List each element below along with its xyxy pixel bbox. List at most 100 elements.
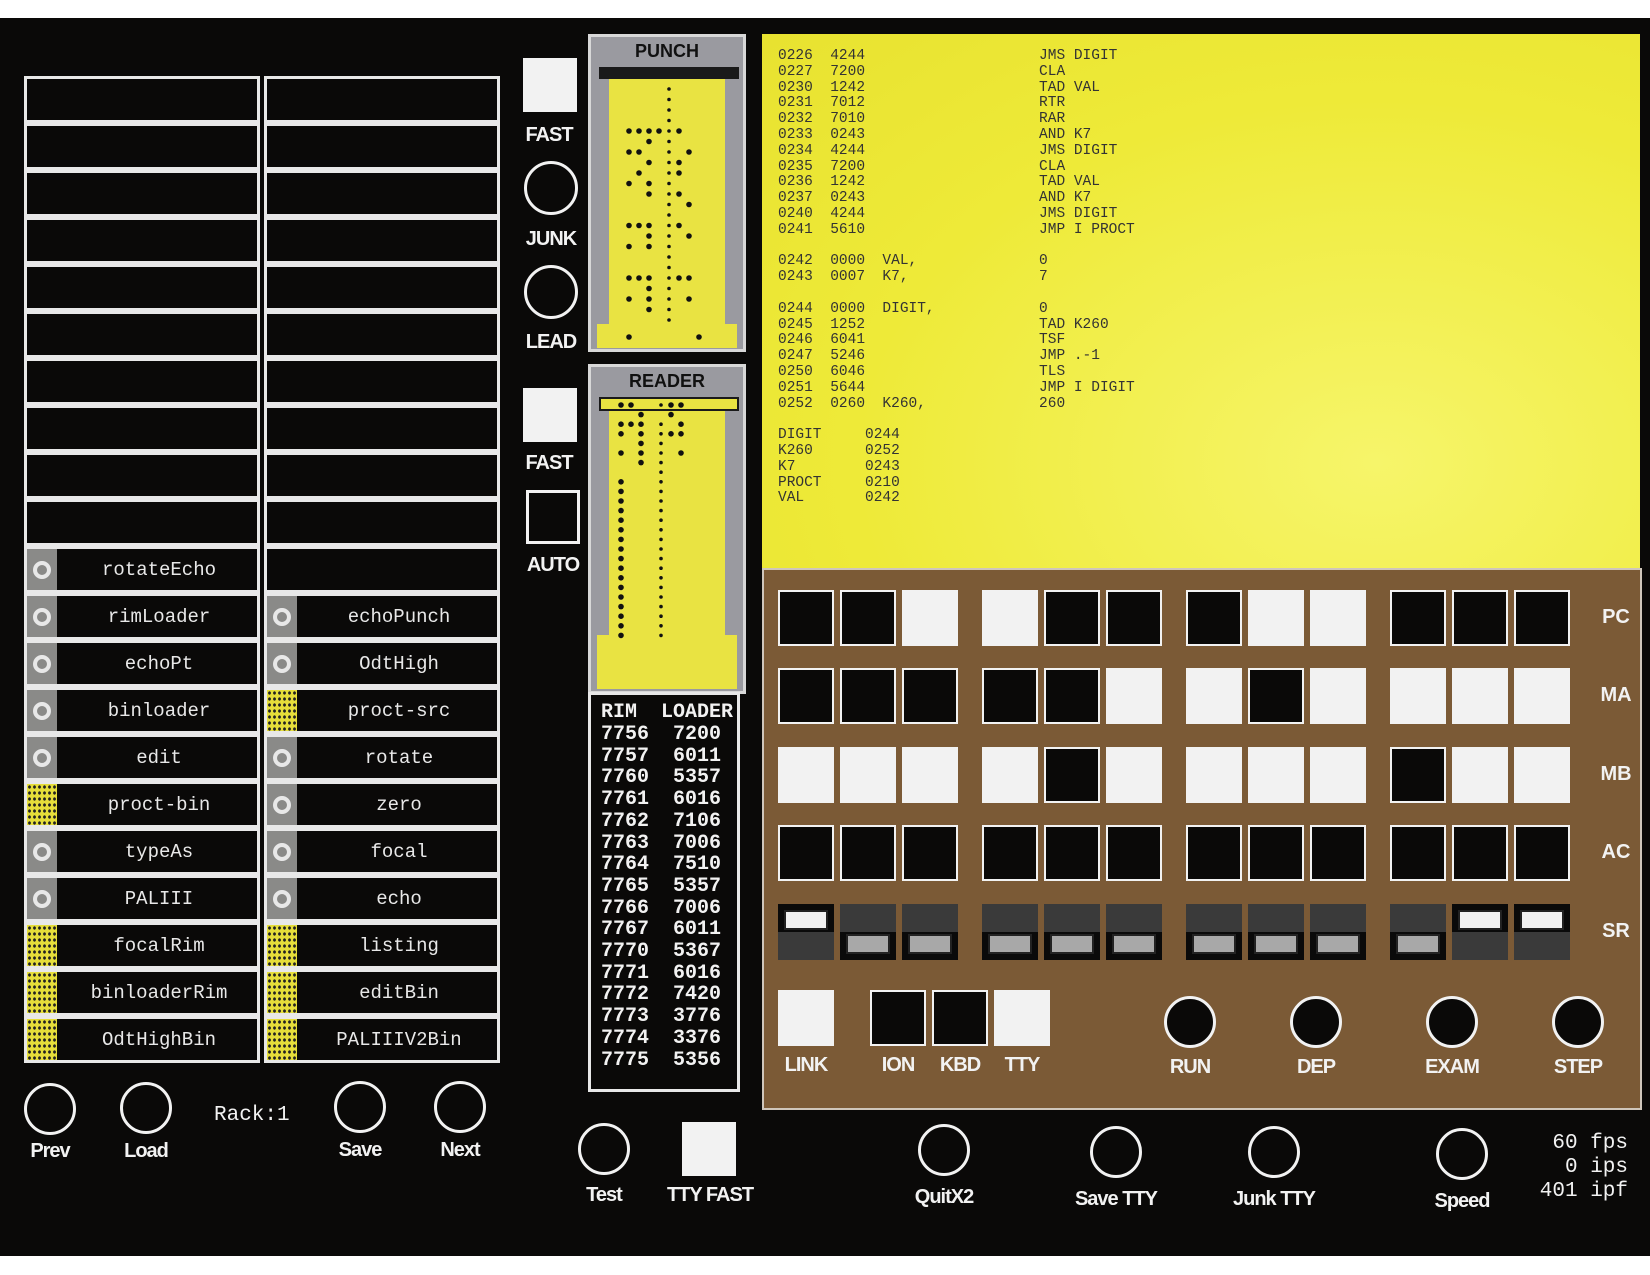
rack-slot-left-17[interactable]: typeAs <box>24 828 260 875</box>
sr-switch-2[interactable] <box>902 904 958 960</box>
reader-panel[interactable]: READER <box>588 364 746 694</box>
rack-slot-right-20[interactable]: editBin <box>264 969 500 1016</box>
tape-reel-icon <box>267 878 297 919</box>
rack-slot-right-11[interactable] <box>264 546 500 593</box>
rack-slot-left-10[interactable] <box>24 499 260 546</box>
rack-slot-label <box>301 267 497 308</box>
rack-slot-left-20[interactable]: binloaderRim <box>24 969 260 1016</box>
punched-tape-icon <box>27 925 57 966</box>
tape-hole <box>659 595 663 599</box>
run-label: RUN <box>1169 1056 1211 1078</box>
sr-switch-10[interactable] <box>1452 904 1508 960</box>
rack-slot-left-9[interactable] <box>24 452 260 499</box>
rim-loader-row: 7761 6016 <box>601 788 722 812</box>
ma-bit-5-lamp <box>1106 668 1162 724</box>
save-button[interactable] <box>334 1081 386 1133</box>
test-button[interactable] <box>578 1123 630 1175</box>
junk-button[interactable] <box>524 161 578 215</box>
prev-button[interactable] <box>24 1083 76 1135</box>
reader-fast-toggle[interactable] <box>523 388 577 442</box>
rack-slot-left-5[interactable] <box>24 264 260 311</box>
sr-switch-8[interactable] <box>1310 904 1366 960</box>
rack-slot-right-4[interactable] <box>264 217 500 264</box>
rack-slot-left-13[interactable]: echoPt <box>24 640 260 687</box>
rack-slot-right-7[interactable] <box>264 358 500 405</box>
tape-hole <box>618 498 624 504</box>
rack-slot-right-16[interactable]: zero <box>264 781 500 828</box>
tape-hole <box>667 181 671 186</box>
rack-slot-left-8[interactable] <box>24 405 260 452</box>
next-button[interactable] <box>434 1081 486 1133</box>
tape-hole <box>638 440 644 447</box>
rack-slot-left-1[interactable] <box>24 76 260 123</box>
rack-slot-right-10[interactable] <box>264 499 500 546</box>
rack-slot-right-14[interactable]: proct-src <box>264 687 500 734</box>
sr-switch-9[interactable] <box>1390 904 1446 960</box>
rack-slot-right-18[interactable]: echo <box>264 875 500 922</box>
sr-switch-5[interactable] <box>1106 904 1162 960</box>
tape-hole <box>676 222 682 229</box>
rack-slot-label: zero <box>376 793 422 816</box>
rack-slot-left-3[interactable] <box>24 170 260 217</box>
sr-switch-6[interactable] <box>1186 904 1242 960</box>
sr-switch-7[interactable] <box>1248 904 1304 960</box>
punch-panel[interactable]: PUNCH <box>588 34 746 352</box>
sr-switch-3[interactable] <box>982 904 1038 960</box>
rack-slot-right-8[interactable] <box>264 405 500 452</box>
junk-tty-button[interactable] <box>1248 1126 1300 1178</box>
speed-button[interactable] <box>1436 1128 1488 1180</box>
test-label: Test <box>586 1184 623 1206</box>
tty-fast-toggle[interactable] <box>682 1122 736 1176</box>
rack-slot-left-16[interactable]: proct-bin <box>24 781 260 828</box>
rack-slot-left-2[interactable] <box>24 123 260 170</box>
lead-button[interactable] <box>524 265 578 319</box>
rack-slot-right-19[interactable]: listing <box>264 922 500 969</box>
punch-fast-toggle[interactable] <box>523 58 577 112</box>
listing-line: 0234 4244 JMS DIGIT <box>778 142 1118 159</box>
rack-slot-right-12[interactable]: echoPunch <box>264 593 500 640</box>
rack-slot-right-15[interactable]: rotate <box>264 734 500 781</box>
tape-hole <box>667 234 671 238</box>
rack-slot-right-6[interactable] <box>264 311 500 358</box>
rack-slot-left-19[interactable]: focalRim <box>24 922 260 969</box>
rack-slot-label <box>301 455 497 496</box>
rack-slot-left-4[interactable] <box>24 217 260 264</box>
tape-hole <box>626 180 632 187</box>
sr-switch-11[interactable] <box>1514 904 1570 960</box>
rack-slot-right-21[interactable]: PALIIIV2Bin <box>264 1016 500 1063</box>
rim-loader-row: 7756 7200 <box>601 723 722 746</box>
rack-slot-left-11[interactable]: rotateEcho <box>24 546 260 593</box>
rack-slot-right-9[interactable] <box>264 452 500 499</box>
ma-bit-11-lamp <box>1514 668 1570 724</box>
run-button[interactable] <box>1164 996 1216 1048</box>
load-button[interactable] <box>120 1082 172 1134</box>
dep-button[interactable] <box>1290 996 1342 1048</box>
reader-tape <box>609 411 725 637</box>
sr-switch-4[interactable] <box>1044 904 1100 960</box>
listing-line: 0246 6041 TSF <box>778 332 1066 349</box>
tape-hole <box>659 566 663 570</box>
rack-slot-right-5[interactable] <box>264 264 500 311</box>
quit-button[interactable] <box>918 1124 970 1176</box>
step-button[interactable] <box>1552 996 1604 1048</box>
rack-slot-right-13[interactable]: OdtHigh <box>264 640 500 687</box>
rack-slot-left-14[interactable]: binloader <box>24 687 260 734</box>
rack-slot-left-6[interactable] <box>24 311 260 358</box>
exam-button[interactable] <box>1426 996 1478 1048</box>
sr-switch-1[interactable] <box>840 904 896 960</box>
rack-slot-left-7[interactable] <box>24 358 260 405</box>
rack-slot-right-17[interactable]: focal <box>264 828 500 875</box>
sr-switch-0[interactable] <box>778 904 834 960</box>
rack-slot-left-21[interactable]: OdtHighBin <box>24 1016 260 1063</box>
tape-hole <box>678 450 684 456</box>
listing-line: 0241 5610 JMP I PROCT <box>778 221 1135 238</box>
save-tty-button[interactable] <box>1090 1126 1142 1178</box>
rack-slot-left-12[interactable]: rimLoader <box>24 593 260 640</box>
reader-auto-toggle[interactable] <box>526 490 580 544</box>
rack-slot-right-1[interactable] <box>264 76 500 123</box>
rack-slot-right-2[interactable] <box>264 123 500 170</box>
rack-slot-left-15[interactable]: edit <box>24 734 260 781</box>
rack-slot-right-3[interactable] <box>264 170 500 217</box>
ma-bit-1-lamp <box>840 668 896 724</box>
rack-slot-left-18[interactable]: PALIII <box>24 875 260 922</box>
